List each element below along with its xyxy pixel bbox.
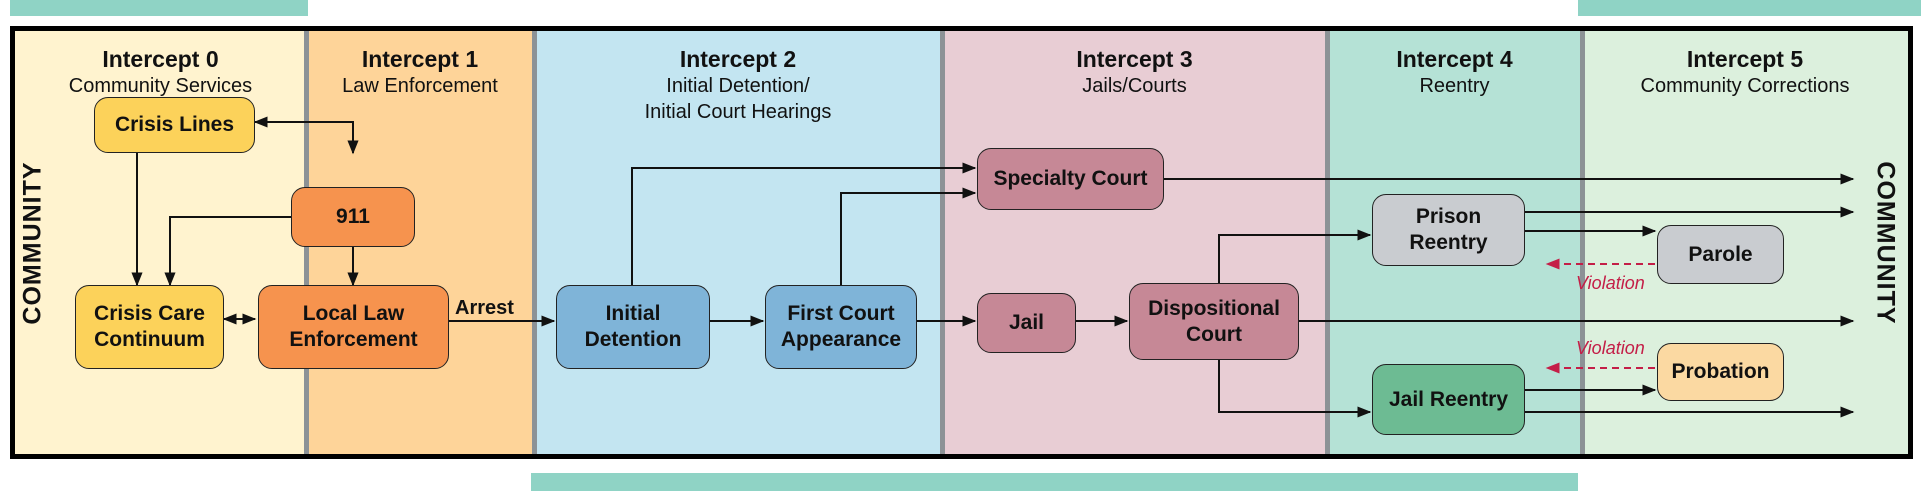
bottom-accent-bar	[531, 473, 1578, 491]
jail-node: Jail	[977, 293, 1076, 353]
intercept-2-subtitle: Initial Detention/ Initial Court Hearing…	[644, 75, 832, 123]
arrest-label: Arrest	[455, 297, 514, 319]
intercept-2-title: Intercept 2	[679, 46, 797, 72]
local-law-enforcement-node: Local Law Enforcement	[258, 285, 449, 369]
intercept-3-subtitle: Jails/Courts	[1082, 75, 1187, 97]
violation-label-probation: Violation	[1576, 338, 1645, 358]
parole-node: Parole	[1657, 225, 1784, 284]
arrow-dispositional-jail-reentry	[1218, 360, 1372, 418]
diagram-frame: Intercept 0 Community Services Intercept…	[10, 26, 1913, 459]
intercept-3-header: Intercept 3 Jails/Courts	[942, 45, 1327, 99]
divider-1-2	[532, 31, 537, 454]
intercept-1-header: Intercept 1 Law Enforcement	[306, 45, 534, 99]
intercept-4-subtitle: Reentry	[1419, 75, 1490, 97]
intercept-3-column: Intercept 3 Jails/Courts	[942, 31, 1327, 454]
arrow-detention-specialty	[631, 162, 977, 285]
flow-arrows	[131, 116, 1855, 418]
intercept-4-header: Intercept 4 Reentry	[1327, 45, 1582, 99]
arrow-911-crisis-care	[164, 216, 291, 287]
911-node: 911	[291, 187, 415, 247]
intercept-0-header: Intercept 0 Community Services	[15, 45, 306, 99]
dispositional-court-node: Dispositional Court	[1129, 283, 1299, 360]
specialty-court-node: Specialty Court	[977, 148, 1164, 210]
intercept-4-title: Intercept 4	[1396, 46, 1513, 72]
crisis-care-node: Crisis Care Continuum	[75, 285, 224, 369]
intercept-1-title: Intercept 1	[361, 46, 479, 72]
intercept-1-subtitle: Law Enforcement	[342, 75, 498, 97]
violation-label-parole: Violation	[1576, 273, 1645, 293]
prison-reentry-node: Prison Reentry	[1372, 194, 1525, 266]
diagram-canvas: Intercept 0 Community Services Intercept…	[15, 31, 1908, 454]
divider-4-5	[1580, 31, 1585, 454]
first-court-appearance-node: First Court Appearance	[765, 285, 917, 369]
intercept-3-title: Intercept 3	[1076, 46, 1193, 72]
jail-reentry-node: Jail Reentry	[1372, 364, 1525, 435]
crisis-lines-node: Crisis Lines	[94, 97, 255, 153]
arrow-first-court-specialty	[840, 187, 977, 285]
arrow-crisis-lines-911	[253, 116, 359, 155]
intercept-2-header: Intercept 2 Initial Detention/ Initial C…	[534, 45, 942, 125]
intercept-5-subtitle: Community Corrections	[1640, 75, 1850, 97]
divider-3-4	[1325, 31, 1330, 454]
intercept-0-title: Intercept 0	[102, 46, 219, 72]
initial-detention-node: Initial Detention	[556, 285, 710, 369]
intercept-0-subtitle: Community Services	[68, 75, 253, 97]
arrow-dispositional-prison-reentry	[1218, 229, 1372, 283]
top-right-accent-bar	[1578, 0, 1921, 16]
top-left-accent-bar	[10, 0, 308, 16]
intercept-5-title: Intercept 5	[1686, 46, 1804, 72]
probation-node: Probation	[1657, 343, 1784, 401]
intercept-5-header: Intercept 5 Community Corrections	[1582, 45, 1908, 99]
divider-2-3	[940, 31, 945, 454]
intercept-2-column: Intercept 2 Initial Detention/ Initial C…	[534, 31, 942, 454]
